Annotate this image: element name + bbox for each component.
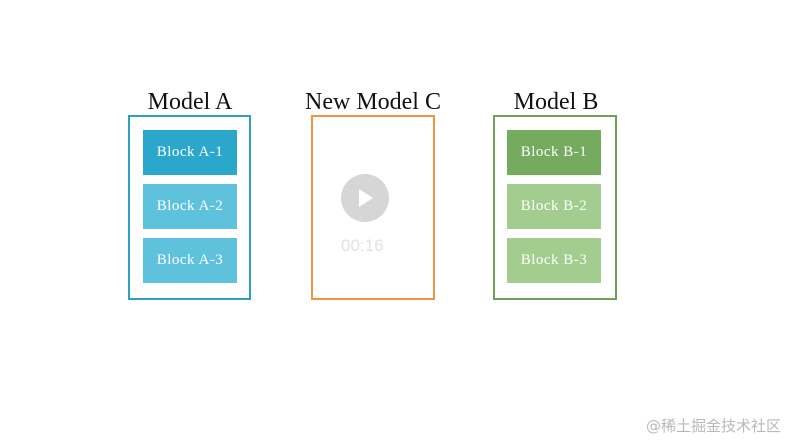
block-a-2-label: Block A-2 (156, 198, 224, 214)
play-icon (359, 189, 373, 207)
new-model-c-title: New Model C (305, 89, 441, 115)
model-a-title: Model A (147, 89, 233, 115)
block-b-3-label: Block B-3 (520, 252, 588, 268)
block-a-3: Block A-3 (143, 238, 237, 283)
video-duration: 00:16 (341, 236, 384, 255)
model-b-title: Model B (513, 89, 599, 115)
block-a-1-label: Block A-1 (156, 144, 224, 160)
block-b-3: Block B-3 (507, 238, 601, 283)
block-b-2: Block B-2 (507, 184, 601, 229)
new-model-c-frame (311, 115, 435, 300)
block-a-2: Block A-2 (143, 184, 237, 229)
video-play-button[interactable] (341, 174, 389, 222)
model-a-frame (128, 115, 251, 300)
block-a-1: Block A-1 (143, 130, 237, 175)
block-a-3-label: Block A-3 (156, 252, 224, 268)
block-b-2-label: Block B-2 (520, 198, 588, 214)
model-b-frame (493, 115, 617, 300)
watermark: @稀土掘金技术社区 (646, 417, 782, 435)
block-b-1: Block B-1 (507, 130, 601, 175)
block-b-1-label: Block B-1 (520, 144, 588, 160)
